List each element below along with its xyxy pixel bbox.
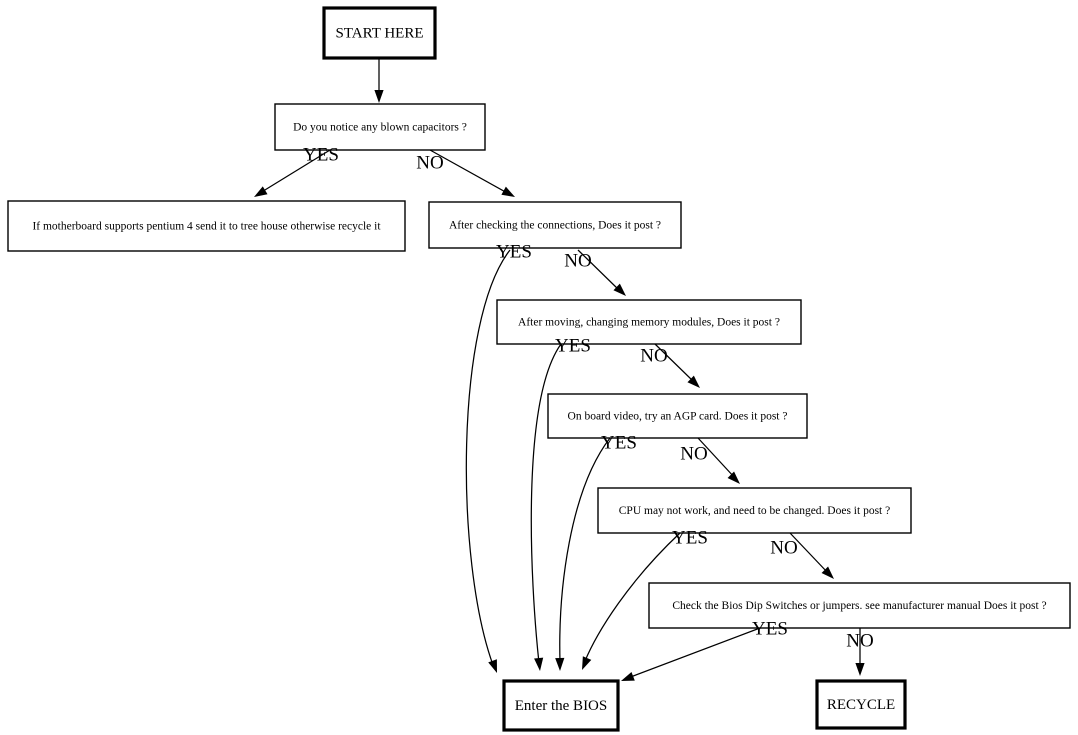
arrowhead-icon xyxy=(374,90,384,103)
arrowhead-icon xyxy=(621,672,635,681)
arrowhead-icon xyxy=(727,471,740,484)
node-label: On board video, try an AGP card. Does it… xyxy=(568,411,788,423)
node-box[interactable] xyxy=(7,200,406,252)
node-label: Do you notice any blown capacitors ? xyxy=(293,122,467,134)
arrowhead-icon xyxy=(488,659,497,673)
edge-line xyxy=(530,343,562,664)
node-enter[interactable]: Enter the BIOS xyxy=(502,679,620,732)
arrowhead-icon xyxy=(613,283,626,296)
node-memory[interactable]: After moving, changing memory modules, D… xyxy=(496,299,802,345)
arrowhead-icon xyxy=(555,657,565,671)
node-cpu[interactable]: CPU may not work, and need to be changed… xyxy=(597,487,912,534)
edge-line xyxy=(429,149,510,195)
node-label: Enter the BIOS xyxy=(515,698,607,714)
node-label: If motherboard supports pentium 4 send i… xyxy=(32,221,381,233)
node-box[interactable] xyxy=(428,201,682,249)
edge-label-no-bios: NO xyxy=(846,630,873,651)
edge-line xyxy=(697,437,736,479)
node-start[interactable]: START HERE xyxy=(322,6,437,60)
edge-label-yes-bios: YES xyxy=(752,618,788,639)
node-label: After checking the connections, Does it … xyxy=(449,220,661,232)
edge-label-no-conn: NO xyxy=(564,250,591,271)
edge-video-to-enter xyxy=(555,437,611,671)
node-label: START HERE xyxy=(335,25,423,41)
edge-cpu-to-enter xyxy=(582,532,681,670)
node-p4[interactable]: If motherboard supports pentium 4 send i… xyxy=(7,200,406,252)
edge-caps-to-conn xyxy=(429,149,515,197)
edge-line xyxy=(654,343,695,383)
node-box[interactable] xyxy=(496,299,802,345)
nodes-layer: START HERE Do you notice any blown capaci… xyxy=(7,6,1071,732)
edge-memory-to-enter xyxy=(530,343,562,671)
edge-line xyxy=(584,532,681,662)
edge-conn-to-memory xyxy=(577,249,626,296)
node-conn[interactable]: After checking the connections, Does it … xyxy=(428,201,682,249)
edge-label-yes-cpu: YES xyxy=(672,527,708,548)
node-label: Check the Bios Dip Switches or jumpers. … xyxy=(672,600,1046,612)
edge-labels-layer: YES NO YES NO YES NO YES NO YES NO YES NO xyxy=(303,144,874,651)
node-recycle[interactable]: RECYCLE xyxy=(815,679,907,730)
edge-line xyxy=(627,627,761,679)
edge-bios-to-recycle xyxy=(855,628,865,676)
edge-label-yes-caps: YES xyxy=(303,144,339,165)
edge-memory-to-video xyxy=(654,343,700,388)
node-box[interactable] xyxy=(648,582,1071,629)
edge-label-no-memory: NO xyxy=(640,345,667,366)
edge-label-yes-video: YES xyxy=(601,432,637,453)
arrowhead-icon xyxy=(855,663,865,676)
node-box[interactable] xyxy=(815,679,907,730)
node-label: RECYCLE xyxy=(827,697,895,713)
arrowhead-icon xyxy=(501,186,515,197)
node-caps[interactable]: Do you notice any blown capacitors ? xyxy=(274,103,486,151)
edge-bios-to-enter xyxy=(621,627,761,681)
edge-label-no-caps: NO xyxy=(416,152,443,173)
node-box[interactable] xyxy=(322,6,437,60)
arrowhead-icon xyxy=(254,186,268,197)
arrowhead-icon xyxy=(687,375,700,388)
edge-label-yes-conn: YES xyxy=(496,241,532,262)
edge-line xyxy=(577,249,621,292)
edge-caps-to-p4 xyxy=(254,149,331,197)
edge-line xyxy=(465,249,511,666)
node-label: CPU may not work, and need to be changed… xyxy=(619,505,890,517)
edge-cpu-to-bios xyxy=(789,532,834,579)
edge-conn-to-enter xyxy=(465,249,511,673)
arrowhead-icon xyxy=(582,656,592,670)
arrowhead-icon xyxy=(534,657,544,671)
edge-line xyxy=(259,149,331,194)
edge-label-yes-memory: YES xyxy=(555,335,591,356)
edges-layer xyxy=(254,58,865,681)
node-video[interactable]: On board video, try an AGP card. Does it… xyxy=(547,393,808,439)
edge-label-no-cpu: NO xyxy=(770,537,797,558)
edge-start-to-caps xyxy=(374,58,384,103)
edge-line xyxy=(789,532,829,574)
node-box[interactable] xyxy=(502,679,620,732)
node-box[interactable] xyxy=(597,487,912,534)
edge-line xyxy=(559,437,611,663)
arrowhead-icon xyxy=(821,566,834,579)
edge-video-to-cpu xyxy=(697,437,740,484)
node-bios[interactable]: Check the Bios Dip Switches or jumpers. … xyxy=(648,582,1071,629)
node-label: After moving, changing memory modules, D… xyxy=(518,317,780,329)
node-box[interactable] xyxy=(274,103,486,151)
node-box[interactable] xyxy=(547,393,808,439)
edge-label-no-video: NO xyxy=(680,443,707,464)
